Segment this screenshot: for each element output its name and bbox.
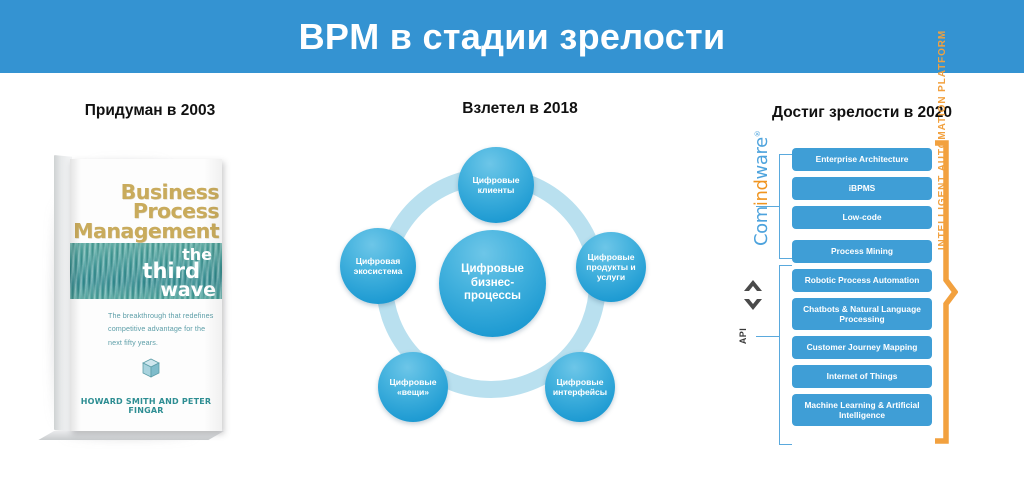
logo-part-com: Com [751,206,772,246]
logo-part-ind: ind [751,179,772,207]
book-illustration: Business Process Management the third wa… [38,143,244,448]
platform-bracket-label: INTELLIGENT AUTOMATION PLATFORM [937,29,948,251]
capability-box-chatbots-nlp[interactable]: Chatbots & Natural Language Processing [792,298,932,330]
book-title-line-2: Process [132,199,220,224]
bubble-digital-things[interactable]: Цифровые «вещи» [378,352,448,422]
book-cover: Business Process Management the third wa… [70,159,222,431]
book-subtitle-the: the [182,245,212,264]
capability-label: Enterprise Architecture [815,154,909,165]
section-heading-maturity: Достиг зрелости в 2020 [771,104,953,121]
capability-box-enterprise-architecture[interactable]: Enterprise Architecture [792,148,932,171]
capability-label: iBPMS [848,183,876,194]
bubble-label: Цифровые интерфейсы [552,376,608,397]
bubble-digital-products[interactable]: Цифровые продукты и услуги [576,232,646,302]
book-authors: HOWARD SMITH AND PETER FINGAR [80,397,212,415]
digital-business-circle-diagram: Цифровые клиенты Цифровые продукты и усл… [320,140,660,440]
bubble-label: Цифровая экосистема [353,255,403,276]
capability-box-process-mining[interactable]: Process Mining [792,240,932,263]
capability-label: Robotic Process Automation [804,275,920,286]
book-title-line-1: Business [120,180,220,204]
book-title-block: Business Process Management [70,180,220,243]
intelligent-automation-platform-diagram: Comindware® API Enterprise Architecture … [730,30,1024,460]
page-title: BPM в стадии зрелости [298,15,726,57]
logo-part-ware: ware [751,137,772,180]
capability-box-machine-learning-ai[interactable]: Machine Learning & Artificial Intelligen… [792,394,932,426]
logo-trademark: ® [754,130,762,138]
capability-label: Low-code [842,212,882,223]
capability-label: Machine Learning & Artificial Intelligen… [804,399,920,421]
book-subtitle-third: third [142,259,200,283]
book-wave-graphic [70,243,222,299]
book-tagline: The breakthrough that redefines competit… [108,311,214,347]
bubble-digital-business-processes[interactable]: Цифровые бизнес-процессы [439,230,546,337]
section-heading-invented: Придуман в 2003 [84,102,216,119]
header-banner: BPM в стадии зрелости [0,0,1024,73]
capability-label: Internet of Things [826,371,898,382]
capability-box-low-code[interactable]: Low-code [792,206,932,229]
capability-box-internet-of-things[interactable]: Internet of Things [792,365,932,388]
bubble-digital-ecosystem[interactable]: Цифровая экосистема [340,228,416,304]
api-label: API [738,327,748,345]
platform-bracket-icon [932,140,959,444]
connector-stub-top [756,206,779,207]
bubble-label: Цифровые «вещи» [389,376,437,397]
bubble-label: Цифровые клиенты [472,174,520,195]
connector-bracket-bottom [779,265,792,445]
book-bottom-edge [38,431,224,440]
capability-label: Customer Journey Mapping [806,342,918,353]
section-heading-takeoff: Взлетел в 2018 [462,100,578,117]
comindware-logo: Comindware® [751,131,777,246]
double-chevron-vertical-icon [742,278,764,312]
capability-label: Process Mining [831,246,893,257]
connector-stub-bottom [756,336,779,337]
book-subtitle-wave: wave [160,279,216,301]
cube-icon [140,357,162,379]
bubble-digital-clients[interactable]: Цифровые клиенты [458,147,534,223]
bubble-label: Цифровые продукты и услуги [586,251,636,283]
bubble-label: Цифровые бизнес-процессы [461,262,524,303]
bubble-digital-interfaces[interactable]: Цифровые интерфейсы [545,352,615,422]
platform-capability-list: Enterprise Architecture iBPMS Low-code P… [792,148,932,432]
capability-box-robotic-process-automation[interactable]: Robotic Process Automation [792,269,932,292]
capability-box-customer-journey-mapping[interactable]: Customer Journey Mapping [792,336,932,359]
book-title-line-3: Management [73,218,219,243]
capability-label: Chatbots & Natural Language Processing [803,303,921,325]
capability-box-ibpms[interactable]: iBPMS [792,177,932,200]
connector-bracket-top [779,154,792,259]
